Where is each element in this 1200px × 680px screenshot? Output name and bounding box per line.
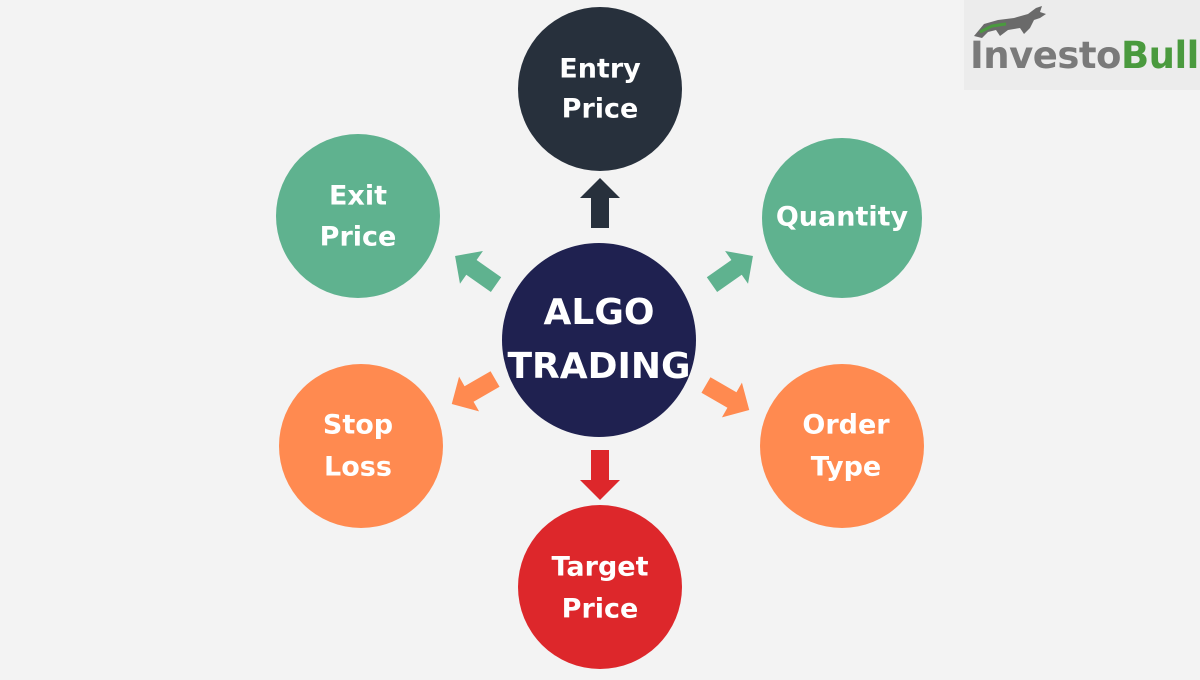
- bull-icon: [974, 6, 1046, 38]
- node-exit-price: Exit Price: [276, 134, 440, 298]
- node-stop-loss-circle: [279, 364, 443, 528]
- logo-text-part1: Investo: [970, 34, 1121, 77]
- node-order-type-circle: [760, 364, 924, 528]
- node-quantity-label-line1: Quantity: [776, 202, 909, 233]
- node-order-type-label-line1: Order: [802, 410, 890, 441]
- node-order-type: Order Type: [760, 364, 924, 528]
- logo-text: InvestoBull: [970, 34, 1199, 77]
- node-quantity: Quantity: [762, 138, 922, 298]
- node-exit-price-label-line1: Exit: [329, 181, 387, 212]
- node-entry-price-label-line1: Entry: [559, 54, 641, 85]
- arrow-exit-price: [455, 251, 502, 292]
- node-quantity-circle: [762, 138, 922, 298]
- node-target-price: Target Price: [518, 505, 682, 669]
- node-entry-price: Entry Price: [518, 7, 682, 171]
- center-node-circle: [502, 243, 696, 437]
- logo: InvestoBull: [964, 0, 1200, 90]
- arrow-quantity: [706, 251, 753, 292]
- node-target-price-circle: [518, 505, 682, 669]
- node-stop-loss-label-line2: Loss: [324, 452, 392, 483]
- node-target-price-label-line1: Target: [551, 552, 648, 583]
- arrow-order-type: [701, 377, 750, 418]
- node-target-price-label-line2: Price: [562, 594, 639, 625]
- center-node: ALGO TRADING: [502, 243, 696, 437]
- node-order-type-label-line2: Type: [811, 452, 881, 483]
- node-exit-price-circle: [276, 134, 440, 298]
- arrow-target-price: [580, 450, 620, 500]
- center-label-line2: TRADING: [507, 346, 690, 387]
- node-entry-price-label-line2: Price: [562, 94, 639, 125]
- arrow-stop-loss: [451, 371, 500, 412]
- center-label-line1: ALGO: [544, 292, 655, 333]
- logo-text-part2: Bull: [1120, 34, 1199, 77]
- arrow-entry-price: [580, 178, 620, 228]
- node-stop-loss: Stop Loss: [279, 364, 443, 528]
- node-entry-price-circle: [518, 7, 682, 171]
- node-exit-price-label-line2: Price: [320, 222, 397, 253]
- node-stop-loss-label-line1: Stop: [323, 410, 393, 441]
- arrows: [451, 178, 753, 500]
